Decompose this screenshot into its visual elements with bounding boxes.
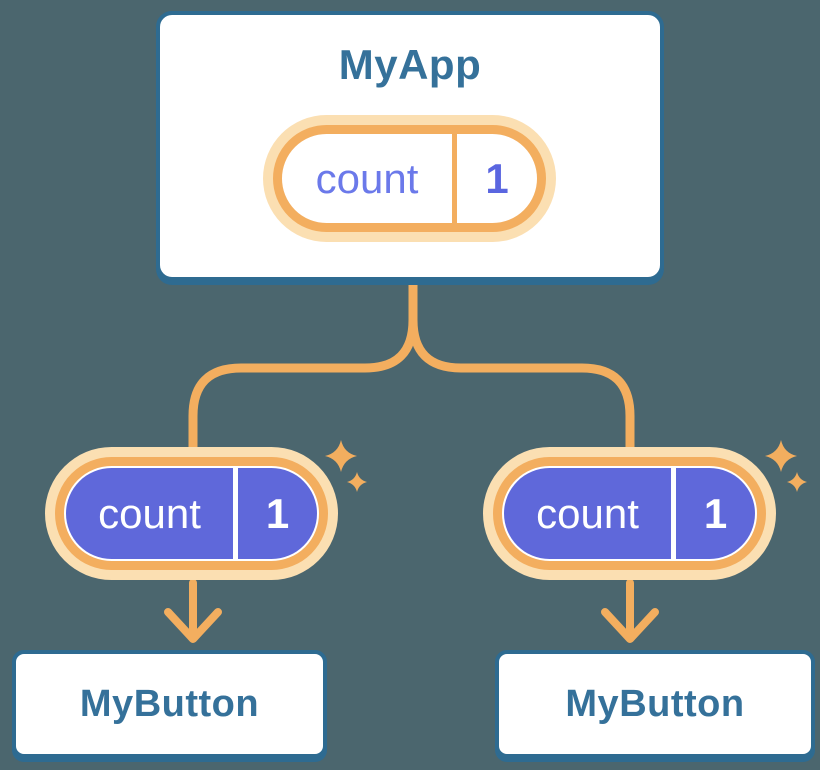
prop-pill-right: count 1 [493,457,766,570]
pill-divider [233,468,238,559]
sparkle-icon [347,472,367,492]
branch-line-left [188,280,418,452]
prop-value: 1 [265,489,290,537]
pill-divider [452,134,457,223]
prop-pill-body: count 1 [66,468,317,559]
prop-name: count [536,489,639,537]
arrow-down-icon [164,608,222,643]
sparkle-icon [787,472,807,492]
component-title: MyButton [79,682,260,725]
pill-divider [671,468,676,559]
sparkle-icon [765,440,797,472]
component-title: MyButton [565,682,745,725]
state-name: count [315,154,419,202]
component-card-myapp: MyApp [156,11,664,281]
prop-pill-body: count 1 [504,468,755,559]
state-value: 1 [485,154,509,202]
sparkle-icon [325,440,357,472]
state-pill-root: count 1 [273,125,546,232]
component-card-mybutton-left: MyButton [12,650,327,758]
prop-name: count [98,489,201,537]
arrow-down-icon [601,608,659,643]
prop-value: 1 [703,489,728,537]
branch-line-right [408,280,635,452]
component-title: MyApp [338,41,482,88]
prop-pill-left: count 1 [55,457,328,570]
component-card-mybutton-right: MyButton [495,650,815,758]
